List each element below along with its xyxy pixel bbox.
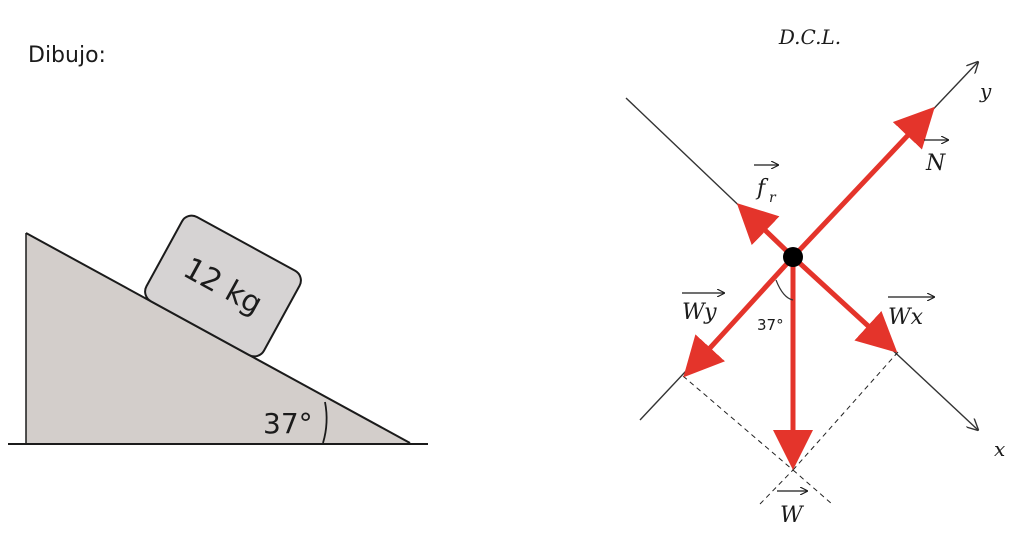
label-weight: W (777, 491, 807, 528)
weight-label: W (780, 503, 805, 528)
weight-y-label: Wy (682, 300, 717, 325)
label-normal: N (924, 140, 948, 176)
projection-wx (792, 351, 899, 471)
block: 12 kg (144, 214, 302, 358)
fbd-title: D.C.L. (778, 25, 841, 49)
label-friction: f r (754, 165, 778, 206)
projection-ext-left (759, 469, 794, 505)
friction-subscript: r (769, 190, 777, 206)
incline-drawing: Dibujo: 12 kg 37° (8, 43, 428, 445)
normal-force-label: N (925, 151, 946, 176)
body-point (783, 247, 803, 267)
label-weight-x: Wx (888, 297, 934, 330)
angle-arc (322, 401, 328, 444)
weight-y-arrow (683, 255, 795, 378)
y-axis-label: y (979, 79, 992, 103)
projection-wy (682, 375, 794, 471)
x-axis-label: x (994, 437, 1005, 461)
incline-angle-label: 37° (263, 407, 313, 440)
friction-force-arrow (736, 203, 795, 259)
weight-x-arrow (791, 255, 898, 353)
projection-ext-right (792, 469, 833, 505)
free-body-diagram: D.C.L. y x 37° N f r (625, 25, 1005, 528)
fbd-angle-label: 37° (757, 316, 784, 334)
normal-force-arrow (791, 106, 935, 259)
weight-x-label: Wx (888, 305, 924, 330)
label-weight-y: Wy (682, 293, 724, 325)
friction-force-label: f (755, 176, 769, 201)
drawing-heading: Dibujo: (28, 43, 106, 68)
fbd-angle-arc (775, 279, 794, 301)
